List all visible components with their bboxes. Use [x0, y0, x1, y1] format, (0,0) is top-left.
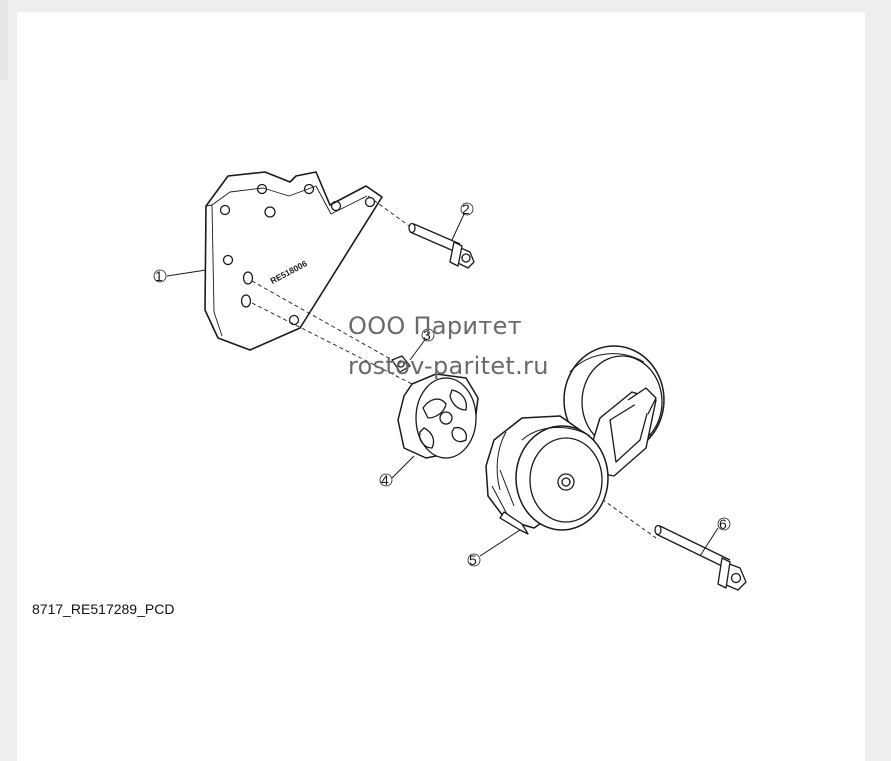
mounting-bracket [204, 171, 383, 351]
bolt-long [654, 524, 747, 591]
callout-4: 4 [381, 472, 389, 488]
callout-circle-3 [421, 328, 435, 342]
spacer-plate [397, 373, 479, 459]
bolt-short [408, 222, 475, 269]
callout-circle-4 [379, 473, 393, 487]
watermark-company: ООО Паритет [348, 312, 522, 340]
callout-5: 5 [469, 552, 477, 568]
watermark-website: rostov-paritet.ru [348, 352, 549, 380]
callout-leaders [166, 213, 719, 557]
side-tab [0, 0, 8, 80]
small-fastener [391, 355, 411, 373]
diagram-caption: 8717_RE517289_PCD [32, 601, 175, 617]
callout-2: 2 [462, 201, 470, 217]
callout-circle-2 [460, 202, 474, 216]
belt-tensioner [485, 345, 665, 535]
callout-circle-6 [717, 517, 731, 531]
callout-circle-1 [153, 269, 167, 283]
callout-6: 6 [719, 516, 727, 532]
callout-1: 1 [155, 268, 163, 284]
callout-circle-5 [467, 553, 481, 567]
callout-3: 3 [423, 327, 431, 343]
